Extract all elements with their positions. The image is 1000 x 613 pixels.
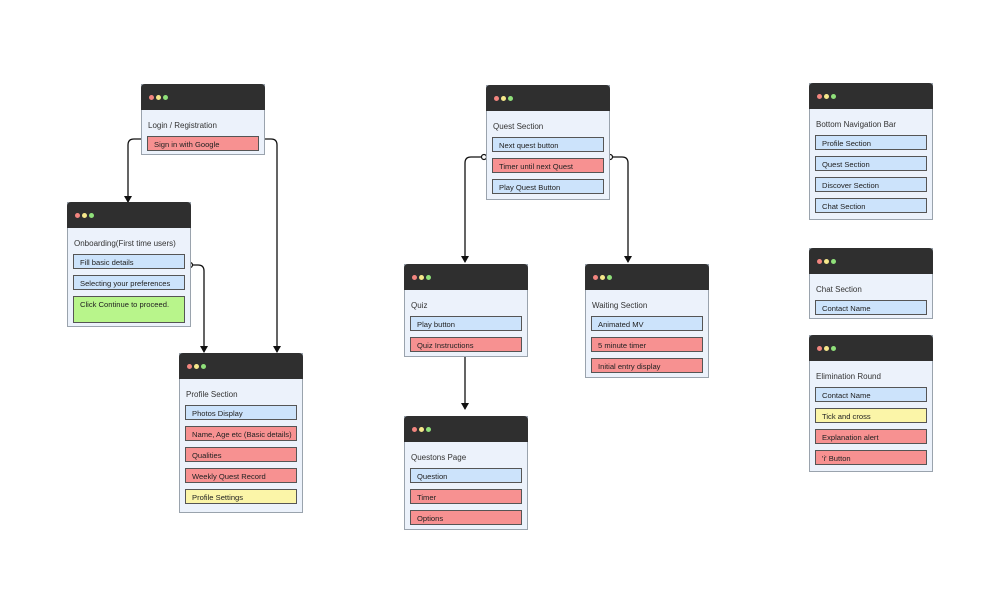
basic-details-item[interactable]: Name, Age etc (Basic details) xyxy=(185,426,297,441)
explanation-alert-item[interactable]: Explanation alert xyxy=(815,429,927,444)
maximize-dot-icon xyxy=(607,275,612,280)
close-dot-icon xyxy=(817,346,822,351)
screen-questions-page: Questons Page Question Timer Options xyxy=(404,416,528,530)
maximize-dot-icon xyxy=(508,96,513,101)
animated-mv-item[interactable]: Animated MV xyxy=(591,316,703,331)
qualities-item[interactable]: Qualities xyxy=(185,447,297,462)
minimize-dot-icon xyxy=(156,95,161,100)
play-quest-button[interactable]: Play Quest Button xyxy=(492,179,604,194)
screen-title: Bottom Navigation Bar xyxy=(816,120,897,129)
close-dot-icon xyxy=(75,213,80,218)
arrow-login-to-onboarding xyxy=(124,138,148,203)
fill-basic-details-item[interactable]: Fill basic details xyxy=(73,254,185,269)
close-dot-icon xyxy=(593,275,598,280)
close-dot-icon xyxy=(817,259,822,264)
screen-title: Quest Section xyxy=(493,122,544,131)
screen-waiting-section: Waiting Section Animated MV 5 minute tim… xyxy=(585,264,709,378)
options-item[interactable]: Options xyxy=(410,510,522,525)
nav-discover-section-item[interactable]: Discover Section xyxy=(815,177,927,192)
window-titlebar xyxy=(179,353,303,379)
minimize-dot-icon xyxy=(419,427,424,432)
close-dot-icon xyxy=(412,275,417,280)
window-titlebar xyxy=(809,248,933,274)
maximize-dot-icon xyxy=(831,259,836,264)
minimize-dot-icon xyxy=(824,346,829,351)
question-item[interactable]: Question xyxy=(410,468,522,483)
screen-quest-section: Quest Section Next quest button Timer un… xyxy=(486,85,610,200)
window-titlebar xyxy=(404,416,528,442)
quiz-instructions-item[interactable]: Quiz Instructions xyxy=(410,337,522,352)
screen-bottom-navigation-bar: Bottom Navigation Bar Profile Section Qu… xyxy=(809,83,933,220)
weekly-quest-record-item[interactable]: Weekly Quest Record xyxy=(185,468,297,483)
maximize-dot-icon xyxy=(426,275,431,280)
profile-settings-item[interactable]: Profile Settings xyxy=(185,489,297,504)
window-titlebar xyxy=(404,264,528,290)
window-titlebar xyxy=(585,264,709,290)
nav-chat-section-item[interactable]: Chat Section xyxy=(815,198,927,213)
photos-display-item[interactable]: Photos Display xyxy=(185,405,297,420)
minimize-dot-icon xyxy=(501,96,506,101)
close-dot-icon xyxy=(149,95,154,100)
screen-title: Questons Page xyxy=(411,453,467,462)
screen-title: Login / Registration xyxy=(148,121,217,130)
screen-title: Waiting Section xyxy=(592,301,648,310)
screen-title: Profile Section xyxy=(186,390,238,399)
close-dot-icon xyxy=(494,96,499,101)
close-dot-icon xyxy=(412,427,417,432)
nav-quest-section-item[interactable]: Quest Section xyxy=(815,156,927,171)
selecting-preferences-item[interactable]: Selecting your preferences xyxy=(73,275,185,290)
window-titlebar xyxy=(809,83,933,109)
screen-onboarding: Onboarding(First time users) Fill basic … xyxy=(67,202,191,327)
maximize-dot-icon xyxy=(831,94,836,99)
nav-profile-section-item[interactable]: Profile Section xyxy=(815,135,927,150)
minimize-dot-icon xyxy=(824,94,829,99)
maximize-dot-icon xyxy=(831,346,836,351)
contact-name-item[interactable]: Contact Name xyxy=(815,300,927,315)
maximize-dot-icon xyxy=(201,364,206,369)
minimize-dot-icon xyxy=(824,259,829,264)
tick-and-cross-item[interactable]: Tick and cross xyxy=(815,408,927,423)
timer-until-next-quest-item[interactable]: Timer until next Quest xyxy=(492,158,604,173)
sign-in-with-google-button[interactable]: Sign in with Google xyxy=(147,136,259,151)
screen-title: Onboarding(First time users) xyxy=(74,239,176,248)
next-quest-button[interactable]: Next quest button xyxy=(492,137,604,152)
screen-title: Chat Section xyxy=(816,285,862,294)
close-dot-icon xyxy=(817,94,822,99)
screen-title: Quiz xyxy=(411,301,428,310)
screen-quiz: Quiz Play button Quiz Instructions xyxy=(404,264,528,357)
maximize-dot-icon xyxy=(163,95,168,100)
arrow-onboarding-to-profile xyxy=(190,264,208,353)
minimize-dot-icon xyxy=(194,364,199,369)
screen-login-registration: Login / Registration Sign in with Google xyxy=(141,84,265,155)
screen-chat-section: Chat Section Contact Name xyxy=(809,248,933,319)
contact-name-item[interactable]: Contact Name xyxy=(815,387,927,402)
arrow-login-to-profile xyxy=(261,138,281,353)
minimize-dot-icon xyxy=(82,213,87,218)
screen-elimination-round: Elimination Round Contact Name Tick and … xyxy=(809,335,933,472)
maximize-dot-icon xyxy=(426,427,431,432)
close-dot-icon xyxy=(187,364,192,369)
minimize-dot-icon xyxy=(600,275,605,280)
initial-entry-display-item[interactable]: Initial entry display xyxy=(591,358,703,373)
minimize-dot-icon xyxy=(419,275,424,280)
play-button[interactable]: Play button xyxy=(410,316,522,331)
info-button[interactable]: 'i' Button xyxy=(815,450,927,465)
arrow-quest-to-quiz xyxy=(461,156,484,263)
timer-item[interactable]: Timer xyxy=(410,489,522,504)
window-titlebar xyxy=(141,84,265,110)
arrow-quest-to-waiting xyxy=(610,156,632,263)
screen-title: Elimination Round xyxy=(816,372,881,381)
five-minute-timer-item[interactable]: 5 minute timer xyxy=(591,337,703,352)
window-titlebar xyxy=(67,202,191,228)
screen-profile-section: Profile Section Photos Display Name, Age… xyxy=(179,353,303,513)
window-titlebar xyxy=(809,335,933,361)
window-titlebar xyxy=(486,85,610,111)
maximize-dot-icon xyxy=(89,213,94,218)
click-continue-item[interactable]: Click Continue to proceed. xyxy=(73,296,185,323)
